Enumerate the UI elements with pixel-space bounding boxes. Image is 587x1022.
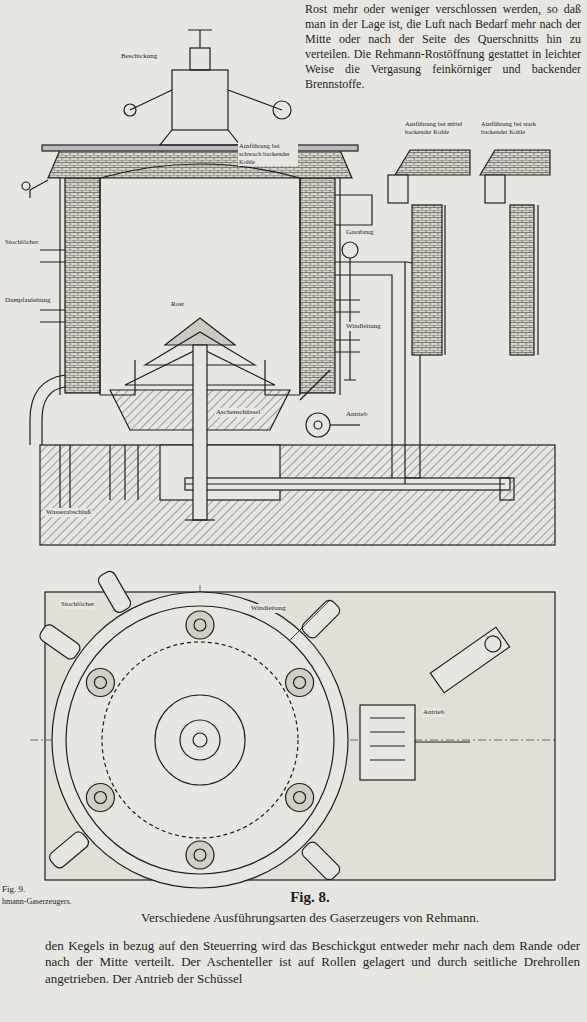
part-label: Antrieb [345, 410, 368, 419]
part-label: Windleitung [250, 604, 287, 613]
part-label: Stochlöcher [60, 600, 95, 609]
wind-pipe [335, 262, 405, 484]
part-label: Ausführung bei stark backender Kohle [480, 120, 556, 136]
part-label: Beschickung [120, 52, 158, 61]
part-label: Windleitung [345, 322, 382, 331]
part-label: Rost [170, 300, 185, 309]
gas-outlet [335, 195, 372, 225]
part-label: Wasserabschluß [45, 508, 92, 517]
part-label: Ausführung bei mittel backender Kohle [404, 120, 476, 136]
water-seal [500, 478, 514, 500]
shaft-wall [65, 178, 100, 393]
shaft-wall [300, 178, 335, 393]
figure-number: Fig. 8. [60, 888, 560, 907]
drive-gear [306, 413, 330, 437]
counterweight [273, 101, 291, 119]
body-text: Rost mehr oder weniger verschlossen werd… [305, 2, 581, 92]
shaft-cover [48, 150, 352, 178]
part-label: Aschenschüssel [215, 408, 261, 417]
part-label: Stochlöcher [4, 238, 39, 247]
tuyere-arms [38, 569, 343, 882]
steam-pipe [30, 375, 65, 445]
part-label: Dampfzuleitung [4, 296, 52, 305]
poke-holes [86, 611, 313, 869]
body-text: den Kegels in bezug auf den Steuerring w… [45, 938, 580, 987]
foundation [40, 445, 555, 545]
part-label: hmann-Gaserzeugers. [2, 897, 72, 907]
pipe-channel [185, 478, 510, 490]
figure-caption: Verschiedene Ausführungsarten des Gaserz… [60, 910, 560, 926]
detail-sections [388, 150, 550, 355]
gas-outlet-plan [430, 627, 509, 693]
central-shaft [193, 345, 207, 520]
part-label: Ausführung bei schwach backender Kohle [238, 142, 298, 166]
drive-box [360, 705, 415, 780]
elevation-view [22, 30, 555, 545]
ash-pit [160, 445, 280, 500]
charging-hopper [172, 70, 228, 130]
plan-view [30, 569, 555, 888]
part-label: Fig. 9. [2, 884, 25, 895]
part-label: Gasabzug [345, 228, 375, 237]
part-label: Antrieb [422, 708, 445, 717]
